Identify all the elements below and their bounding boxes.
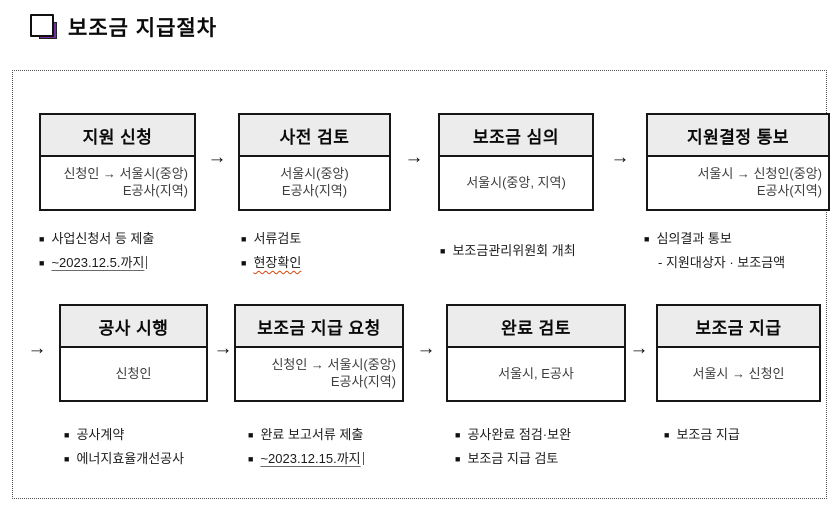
section-title-row: 보조금 지급절차 (28, 10, 217, 44)
arrow-right-icon: → (629, 338, 649, 359)
white-front-square (30, 14, 54, 37)
step-notes-apply: ■ 사업신청서 등 제출 ■ ~2023.12.5.까지 (39, 227, 154, 275)
note-text: 현장확인 (253, 255, 302, 270)
note-item: ■ 보조금 지급 (664, 423, 740, 447)
square-bullet-icon: ■ (455, 430, 461, 440)
arrow-right-icon: → (27, 338, 47, 359)
step-body: 신청인 (61, 348, 206, 400)
step-body: 서울시 → 신청인 (658, 348, 819, 400)
double-square-bullet-icon (28, 11, 60, 43)
note-text: 심의결과 통보 (656, 231, 732, 246)
arrow-right-icon: → (610, 147, 630, 168)
flow-step-subsidy-payment: 보조금 지급 서울시 → 신청인 (656, 304, 821, 402)
arrow-right-icon: → (207, 147, 227, 168)
step-body: 신청인 → 서울시(중앙) E공사(지역) (236, 348, 402, 400)
flow-step-pre-review: 사전 검토 서울시(중앙) E공사(지역) (238, 113, 391, 211)
arrow-right-icon: → (416, 338, 436, 359)
step-notes-decision-notice: ■ 심의결과 통보 - 지원대상자 · 보조금액 (644, 227, 785, 275)
step-header: 보조금 지급 요청 (236, 306, 402, 348)
flow-step-completion-review: 완료 검토 서울시, E공사 (446, 304, 626, 402)
step-header: 공사 시행 (61, 306, 206, 348)
note-text: 공사완료 점검·보완 (467, 427, 572, 442)
note-item: ■ 보조금관리위원회 개최 (440, 239, 576, 263)
step-body-line: E공사(지역) (281, 183, 348, 198)
note-text: 사업신청서 등 제출 (51, 231, 155, 246)
square-bullet-icon: ■ (241, 258, 247, 268)
step-notes-completion-review: ■ 공사완료 점검·보완 ■ 보조금 지급 검토 (455, 423, 571, 471)
square-bullet-icon: ■ (248, 430, 254, 440)
step-header: 완료 검토 (448, 306, 624, 348)
step-header: 지원결정 통보 (648, 115, 828, 157)
flowchart-frame: 지원 신청 신청인 → 서울시(중앙) E공사(지역) 사전 검토 서울시(중앙… (12, 70, 830, 499)
step-body-line: E공사(지역) (330, 374, 396, 389)
note-text: ~2023.12.15.까지 (260, 451, 363, 466)
step-notes-construction: ■ 공사계약 ■ 에너지효율개선공사 (64, 423, 184, 471)
step-body-line: 신청인 → 서울시(중앙) (271, 357, 396, 373)
note-item: ■ ~2023.12.15.까지 (248, 447, 364, 471)
step-body-line: E공사(지역) (756, 183, 822, 198)
note-text: 보조금관리위원회 개최 (452, 243, 576, 258)
step-body-line: 서울시(중앙) (280, 166, 349, 182)
note-item: ■ 공사완료 점검·보완 (455, 423, 571, 447)
square-bullet-icon: ■ (644, 234, 650, 244)
step-body: 서울시, E공사 (448, 348, 624, 400)
square-bullet-icon: ■ (241, 234, 247, 244)
note-text: 보조금 지급 검토 (467, 451, 559, 466)
note-text: 완료 보고서류 제출 (260, 427, 364, 442)
square-bullet-icon: ■ (248, 454, 254, 464)
flow-step-construction: 공사 시행 신청인 (59, 304, 208, 402)
note-text: 보조금 지급 (676, 427, 740, 442)
step-body: 서울시(중앙) E공사(지역) (240, 157, 389, 209)
page-title: 보조금 지급절차 (68, 17, 218, 40)
square-bullet-icon: ■ (64, 430, 70, 440)
square-bullet-icon: ■ (440, 246, 446, 256)
step-body: 서울시 → 신청인(중앙) E공사(지역) (648, 157, 828, 209)
note-item: ■ 에너지효율개선공사 (64, 447, 184, 471)
note-text: ~2023.12.5.까지 (51, 255, 147, 270)
step-header: 사전 검토 (240, 115, 389, 157)
flow-step-subsidy-deliberation: 보조금 심의 서울시(중앙, 지역) (438, 113, 594, 211)
square-bullet-icon: ■ (64, 454, 70, 464)
step-body-line: 서울시, E공사 (498, 365, 574, 381)
note-item: ■ 완료 보고서류 제출 (248, 423, 364, 447)
step-body-line: 서울시 → 신청인(중앙) (697, 166, 822, 182)
step-notes-payment-request: ■ 완료 보고서류 제출 ■ ~2023.12.15.까지 (248, 423, 364, 471)
step-notes-deliberation: ■ 보조금관리위원회 개최 (440, 239, 576, 263)
square-bullet-icon: ■ (455, 454, 461, 464)
note-item: ■ 현장확인 (241, 251, 301, 275)
step-body: 서울시(중앙, 지역) (440, 157, 592, 209)
arrow-right-icon: → (213, 338, 233, 359)
note-item: ■ 보조금 지급 검토 (455, 447, 571, 471)
note-item: ■ 공사계약 (64, 423, 184, 447)
flow-step-decision-notice: 지원결정 통보 서울시 → 신청인(중앙) E공사(지역) (646, 113, 830, 211)
note-text: 에너지효율개선공사 (76, 451, 185, 466)
note-item: ■ 사업신청서 등 제출 (39, 227, 154, 251)
arrow-right-icon: → (404, 147, 424, 168)
square-bullet-icon: ■ (39, 258, 45, 268)
step-notes-subsidy-payment: ■ 보조금 지급 (664, 423, 740, 447)
step-body: 신청인 → 서울시(중앙) E공사(지역) (41, 157, 194, 209)
step-body-line: 서울시(중앙, 지역) (466, 174, 566, 190)
note-text: 서류검토 (253, 231, 302, 246)
note-item: ■ 서류검토 (241, 227, 301, 251)
step-notes-pre-review: ■ 서류검토 ■ 현장확인 (241, 227, 301, 275)
square-bullet-icon: ■ (664, 430, 670, 440)
step-body-line: 신청인 (115, 365, 152, 381)
flow-step-apply: 지원 신청 신청인 → 서울시(중앙) E공사(지역) (39, 113, 196, 211)
step-header: 보조금 지급 (658, 306, 819, 348)
step-header: 지원 신청 (41, 115, 194, 157)
step-body-line: 서울시 → 신청인 (692, 365, 785, 381)
square-bullet-icon: ■ (39, 234, 45, 244)
note-item: ■ 심의결과 통보 (644, 227, 785, 251)
step-body-line: 신청인 → 서울시(중앙) (63, 166, 188, 182)
flow-step-payment-request: 보조금 지급 요청 신청인 → 서울시(중앙) E공사(지역) (234, 304, 404, 402)
note-item: ■ ~2023.12.5.까지 (39, 251, 154, 275)
note-text: - 지원대상자 · 보조금액 (658, 255, 786, 270)
step-header: 보조금 심의 (440, 115, 592, 157)
note-text: 공사계약 (76, 427, 125, 442)
step-body-line: E공사(지역) (122, 183, 188, 198)
note-subitem: - 지원대상자 · 보조금액 (644, 251, 785, 275)
